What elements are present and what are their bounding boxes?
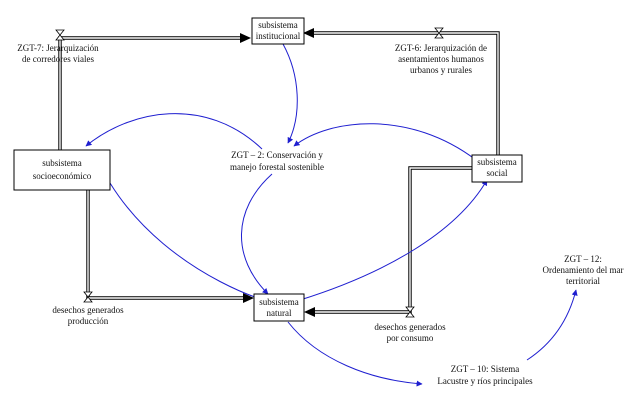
flow-arrowheads [240, 28, 315, 317]
label-zgt2-line2: manejo forestal sostenible [230, 162, 324, 172]
label-zgt7: ZGT-7: Jerarquización de corredores vial… [17, 43, 99, 64]
label-zgt6-line2: asentamientos humanos [398, 54, 484, 64]
node-socioeconomico-line2: socioeconómico [33, 171, 92, 181]
node-institucional-line2: institucional [256, 31, 301, 41]
node-social-line1: subsistema [477, 157, 517, 167]
link-natural-to-zgt10 [287, 321, 423, 387]
flow-pipe-desechos-produccion [86, 190, 246, 300]
label-zgt10-line1: ZGT – 10: Sistema [451, 364, 520, 374]
valve-desechos-produccion-icon [83, 291, 93, 303]
valves [55, 27, 444, 318]
link-zgt2-to-socioeconomico [85, 113, 263, 150]
label-zgt12-line2: Ordenamiento del mar [543, 265, 624, 275]
flow-pipe-desechos-consumo [312, 166, 472, 314]
node-natural-box [253, 293, 305, 322]
node-natural-line2: natural [267, 308, 292, 318]
label-zgt2-line1: ZGT – 2: Conservación y [231, 150, 323, 160]
flow-pipe-zgt6-inner [312, 32, 499, 155]
label-zgt6-line3: urbanos y rurales [410, 65, 472, 75]
label-zgt7-line2: de corredores viales [22, 54, 94, 64]
link-natural-to-social [299, 179, 488, 301]
node-social[interactable]: subsistema social [471, 154, 523, 183]
valve-desechos-consumo-icon [405, 306, 415, 318]
flow-arrow-institucional-right [303, 28, 314, 38]
flow-arrow-institucional-left [240, 33, 251, 43]
valve-zgt7-icon [55, 29, 65, 41]
node-socioeconomico-line1: subsistema [42, 158, 82, 168]
node-socioeconomico-box [13, 149, 111, 191]
label-desechos-produccion-line1: desechos generados [52, 305, 124, 315]
link-institucional-to-zgt2 [282, 43, 298, 144]
node-institucional-line1: subsistema [258, 20, 298, 30]
label-zgt10: ZGT – 10: Sistema Lacustre y ríos princi… [437, 364, 533, 386]
label-desechos-consumo-line2: por consumo [387, 333, 434, 343]
label-desechos-produccion-line2: producción [68, 316, 109, 326]
label-desechos-consumo-line1: desechos generados [374, 322, 446, 332]
valve-zgt6-icon [434, 27, 444, 39]
label-zgt12-line3: territorial [566, 276, 600, 286]
label-zgt12: ZGT – 12: Ordenamiento del mar territori… [543, 254, 624, 286]
label-zgt10-line2: Lacustre y ríos principales [437, 376, 533, 386]
causal-links [85, 43, 578, 387]
label-desechos-produccion: desechos generados producción [52, 305, 124, 326]
label-zgt12-line1: ZGT – 12: [564, 254, 602, 264]
node-socioeconomico[interactable]: subsistema socioeconómico [13, 149, 111, 191]
node-natural-line1: subsistema [259, 297, 299, 307]
flow-arrow-natural-left [243, 293, 254, 303]
node-social-box [471, 154, 523, 183]
flow-pipe-desechos-consumo-inner [312, 167, 472, 313]
label-desechos-consumo: desechos generados por consumo [374, 322, 446, 343]
node-institucional-box [251, 17, 305, 45]
link-zgt2-to-natural [241, 173, 273, 295]
flow-arrow-natural-right [304, 307, 315, 317]
label-zgt7-line1: ZGT-7: Jerarquización [17, 43, 99, 53]
node-institucional[interactable]: subsistema institucional [251, 17, 305, 45]
label-zgt2: ZGT – 2: Conservación y manejo forestal … [230, 150, 324, 172]
flow-pipe-desechos-produccion-inner [87, 190, 246, 299]
node-social-line2: social [487, 168, 508, 178]
link-social-to-zgt2 [293, 123, 477, 161]
link-zgt10-to-zgt12 [526, 289, 578, 361]
link-socioeconomico-to-natural [109, 182, 279, 306]
label-zgt6-line1: ZGT-6: Jerarquización de [395, 43, 487, 53]
node-natural[interactable]: subsistema natural [253, 293, 305, 322]
label-zgt6: ZGT-6: Jerarquización de asentamientos h… [395, 43, 487, 75]
